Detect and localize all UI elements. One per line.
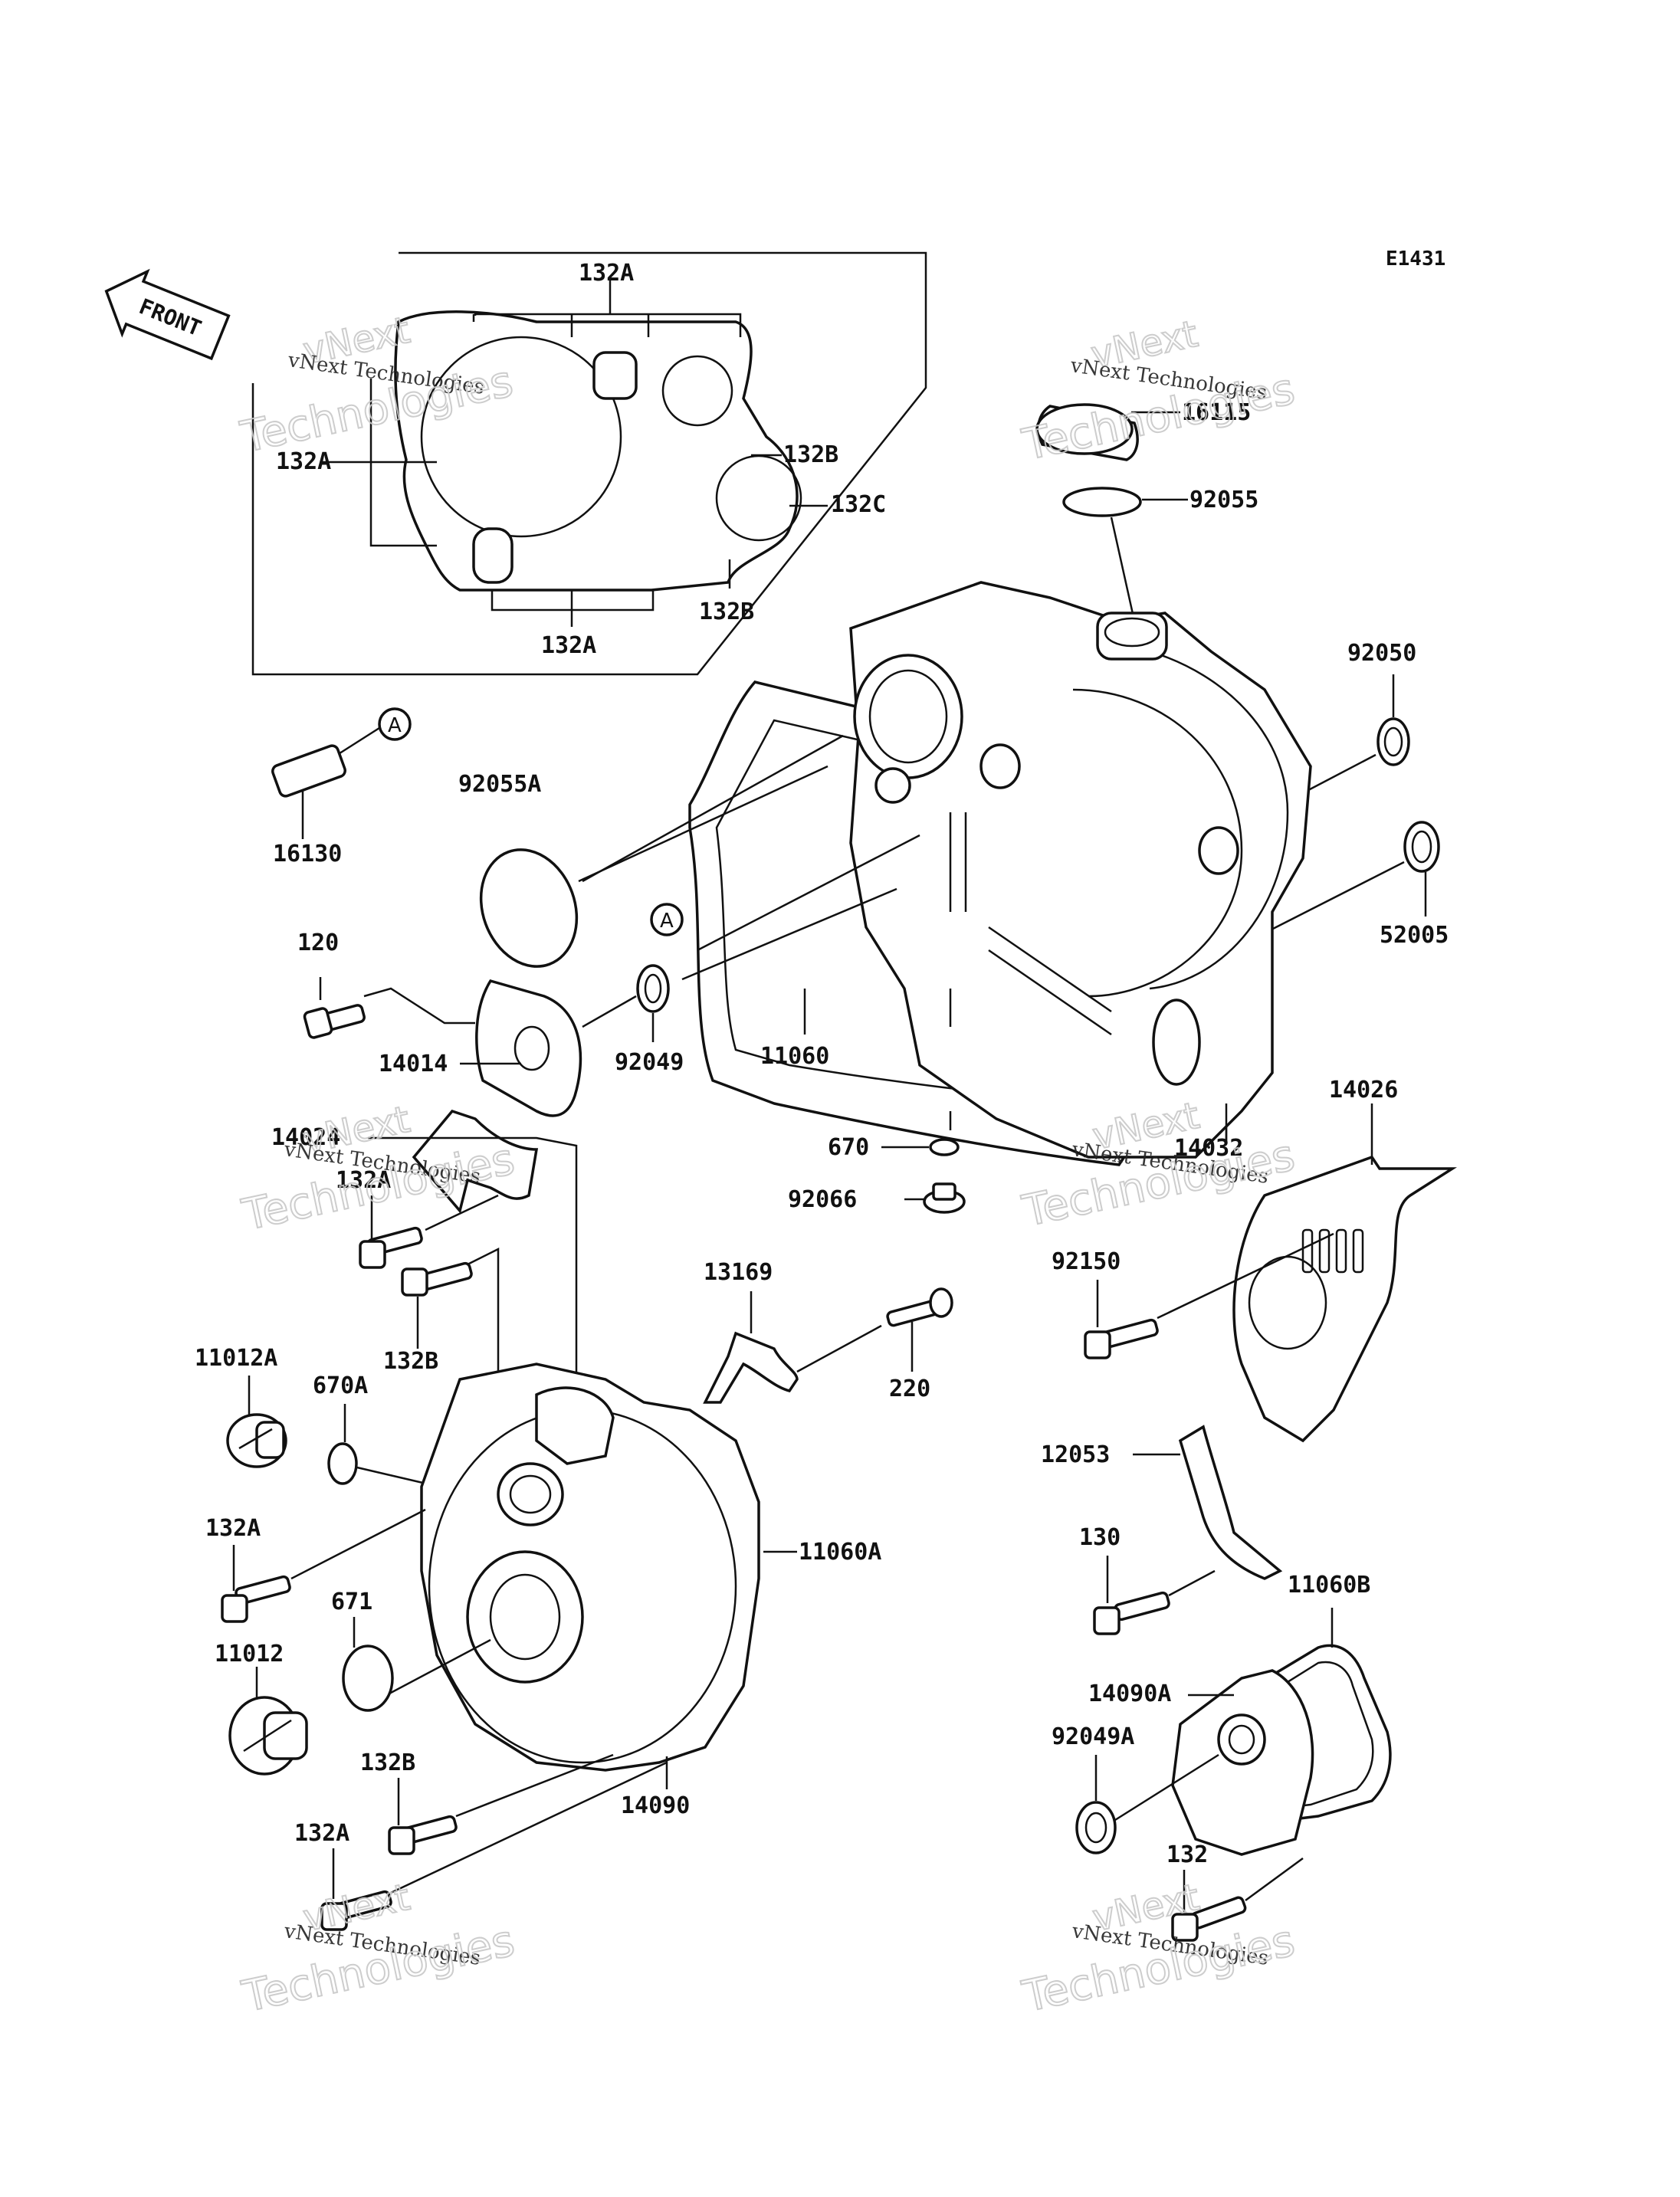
- bolt-220: 220: [886, 1287, 953, 1402]
- label-14090A: 14090A: [1088, 1681, 1171, 1707]
- bracket-14024: 14024: [271, 1109, 578, 1425]
- bracket-13169: 13169: [703, 1259, 882, 1404]
- svg-text:Technologies: Technologies: [238, 1916, 518, 2022]
- label-16115: 16115: [1182, 399, 1251, 426]
- label-670: 670: [828, 1134, 869, 1161]
- o-ring-670: 670: [828, 1134, 960, 1161]
- diagram-code: E1431: [1386, 248, 1445, 271]
- label-132B-r2: 132B: [699, 598, 754, 625]
- label-14026: 14026: [1329, 1077, 1398, 1103]
- label-132A-left: 132A: [276, 448, 331, 475]
- label-92066: 92066: [788, 1186, 857, 1213]
- label-14024: 14024: [271, 1124, 340, 1151]
- label-52005: 52005: [1380, 922, 1449, 949]
- label-11012: 11012: [215, 1641, 284, 1667]
- bolt-132A-mid: 132A: [336, 1167, 499, 1269]
- label-16130: 16130: [273, 841, 342, 867]
- label-11060A: 11060A: [799, 1539, 881, 1566]
- label-11012A: 11012A: [195, 1345, 277, 1372]
- label-132A-low: 132A: [205, 1515, 261, 1542]
- callout-A-lower: A: [650, 903, 684, 936]
- svg-text:A: A: [660, 910, 674, 933]
- label-11060: 11060: [760, 1043, 829, 1070]
- svg-text:A: A: [388, 714, 402, 737]
- bolt-132B-mid: 132B: [383, 1247, 500, 1402]
- label-670A: 670A: [313, 1372, 368, 1399]
- clutch-cover-assembly: [582, 581, 1312, 1166]
- callout-A-upper: A: [336, 707, 412, 756]
- oil-seal-92049: 92049: [582, 964, 684, 1076]
- bolt-132: 132: [1166, 1841, 1304, 1942]
- label-220: 220: [889, 1376, 930, 1402]
- label-120: 120: [297, 930, 339, 956]
- label-132B-mid: 132B: [383, 1348, 438, 1375]
- bolt-120: 120: [297, 930, 475, 1039]
- watermark-bottom-right: vNext vNext Technologies Technologies: [1017, 1875, 1299, 2023]
- generator-cover-11060A: 11060A: [420, 1362, 881, 1772]
- watermark-bottom-left: vNext vNext Technologies Technologies: [237, 1875, 519, 2023]
- label-92150: 92150: [1052, 1248, 1121, 1275]
- bolt-92150: 92150: [1052, 1232, 1334, 1359]
- watermark-mid-left: vNext vNext Technologies Technologies: [237, 1097, 519, 1241]
- oil-seal-92049A: 92049A: [1052, 1723, 1219, 1854]
- label-92049: 92049: [615, 1049, 684, 1076]
- plug-92066: 92066: [788, 1182, 966, 1214]
- label-14032: 14032: [1174, 1135, 1243, 1162]
- o-ring-671: 671: [331, 1589, 491, 1712]
- label-14090: 14090: [621, 1792, 690, 1819]
- label-13169: 13169: [704, 1259, 773, 1286]
- watermark-top-right: vNext vNext Technologies Technologies: [1017, 312, 1299, 471]
- oil-seal-52005: 52005: [1268, 821, 1449, 949]
- fitting-16130: 16130: [271, 744, 346, 867]
- bolt-132B-low: 132B: [360, 1749, 614, 1855]
- o-ring-92055: 92055: [1062, 487, 1258, 621]
- label-92050: 92050: [1347, 640, 1416, 667]
- plug-11012: 11012: [215, 1641, 308, 1776]
- label-92055: 92055: [1189, 487, 1258, 513]
- cover-14090A: 14090A: [1088, 1669, 1314, 1856]
- o-ring-92055A: 92055A: [458, 765, 829, 968]
- label-132B-r1: 132B: [783, 441, 838, 468]
- inset-gasket-detail: FRONT 132A 132A 132B 132C 132B 132A: [104, 251, 927, 676]
- oil-seal-92050: 92050: [1294, 640, 1416, 798]
- front-arrow-icon: FRONT: [104, 268, 231, 361]
- label-132A-mid: 132A: [336, 1167, 391, 1194]
- label-92055A: 92055A: [458, 771, 541, 798]
- label-14014: 14014: [379, 1051, 448, 1077]
- label-130: 130: [1079, 1524, 1121, 1551]
- bolt-130: 130: [1079, 1524, 1216, 1635]
- label-132C: 132C: [831, 491, 886, 518]
- label-132A-bottom: 132A: [294, 1820, 349, 1847]
- label-132: 132: [1166, 1841, 1208, 1868]
- plate-14014: 14014: [379, 979, 582, 1117]
- guide-12053: 12053: [1041, 1425, 1283, 1580]
- label-671: 671: [331, 1589, 372, 1615]
- label-92049A: 92049A: [1052, 1723, 1134, 1750]
- bolt-132A-low: 132A: [205, 1508, 426, 1623]
- label-11060B: 11060B: [1288, 1572, 1370, 1599]
- bolt-132A-bottom: 132A: [294, 1761, 668, 1931]
- label-12053: 12053: [1041, 1441, 1110, 1468]
- plug-11012A: 11012A: [195, 1345, 287, 1468]
- label-132B-low: 132B: [360, 1749, 415, 1776]
- label-132A-top: 132A: [579, 260, 634, 287]
- sprocket-cover-14026: 14026: [1232, 1077, 1458, 1443]
- oil-filler-cap: 16115: [1035, 399, 1251, 461]
- label-132A-bot: 132A: [541, 632, 596, 659]
